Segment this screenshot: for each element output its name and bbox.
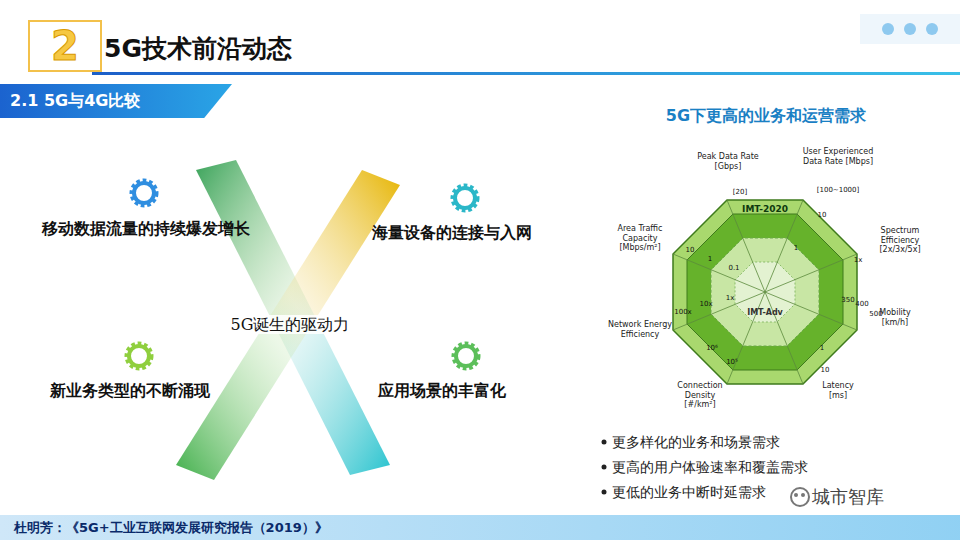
scale-value: 10⁶ bbox=[706, 344, 718, 352]
scale-value: 1x bbox=[726, 294, 735, 302]
node-text: 杜明芳：《5G+工业互联网发展研究报告（2019）》 bbox=[0, 515, 960, 537]
footer-band: 杜明芳：《5G+工业互联网发展研究报告（2019）》 bbox=[0, 515, 960, 540]
center-label: 5G诞生的驱动力 bbox=[228, 315, 353, 334]
axis-label: Latency [ms] bbox=[818, 381, 858, 400]
axis-label: Spectrum Efficiency [2x/3x/5x] bbox=[869, 226, 931, 255]
bullet-text: 更低的业务中断时延需求 bbox=[612, 484, 766, 501]
scale-value: [20] bbox=[733, 188, 747, 196]
scale-value: 350 bbox=[841, 296, 854, 304]
scale-value: 100x bbox=[674, 308, 692, 316]
bullet-text: 更多样化的业务和场景需求 bbox=[612, 434, 780, 451]
scale-value: 10 bbox=[818, 211, 827, 219]
series-label: IMT-Adv bbox=[747, 308, 783, 318]
scale-value: 1 bbox=[794, 244, 798, 252]
subheading-band: 2.1 5G与4G比较 bbox=[0, 84, 232, 118]
axis-label: Peak Data Rate [Gbps] bbox=[697, 152, 759, 171]
node-text: 2 bbox=[30, 22, 100, 70]
watermark: 城市智库 bbox=[812, 486, 884, 508]
driver-label: 新业务类型的不断涌现 bbox=[50, 381, 210, 400]
node-text: 2.1 5G与4G比较 bbox=[0, 84, 232, 112]
scale-value: 500 bbox=[869, 310, 882, 318]
driver-label: 海量设备的连接与入网 bbox=[372, 223, 532, 242]
scale-value: 10x bbox=[699, 300, 712, 308]
axis-label: Connection Density [#/km²] bbox=[670, 381, 730, 410]
driver-label: 应用场景的丰富化 bbox=[378, 381, 506, 400]
driver-label: 移动数据流量的持续爆发增长 bbox=[42, 219, 250, 238]
scale-value: 10 bbox=[821, 366, 830, 374]
scale-value: 1 bbox=[820, 344, 824, 352]
scale-value: 10 bbox=[686, 246, 695, 254]
chart-title: 5G下更高的业务和运营需求 bbox=[666, 106, 866, 125]
scale-value: 400 bbox=[855, 300, 868, 308]
scale-value: 10⁵ bbox=[726, 358, 738, 366]
slide-title: 5G技术前沿动态 bbox=[104, 32, 292, 65]
scale-value: 1x bbox=[854, 256, 863, 264]
axis-label: Network Energy Efficiency bbox=[604, 320, 676, 339]
scale-value: 1 bbox=[708, 255, 712, 263]
bullet-text: 更高的用户体验速率和覆盖需求 bbox=[612, 459, 808, 476]
series-label: IMT-2020 bbox=[742, 204, 788, 215]
axis-label: Area Traffic Capacity [Mbps/m²] bbox=[604, 224, 676, 253]
scale-value: [100~1000] bbox=[817, 186, 860, 194]
scale-value: 0.1 bbox=[728, 264, 739, 272]
section-number-box: 2 bbox=[28, 20, 102, 72]
axis-label: User Experienced Data Rate [Mbps] bbox=[799, 147, 877, 166]
